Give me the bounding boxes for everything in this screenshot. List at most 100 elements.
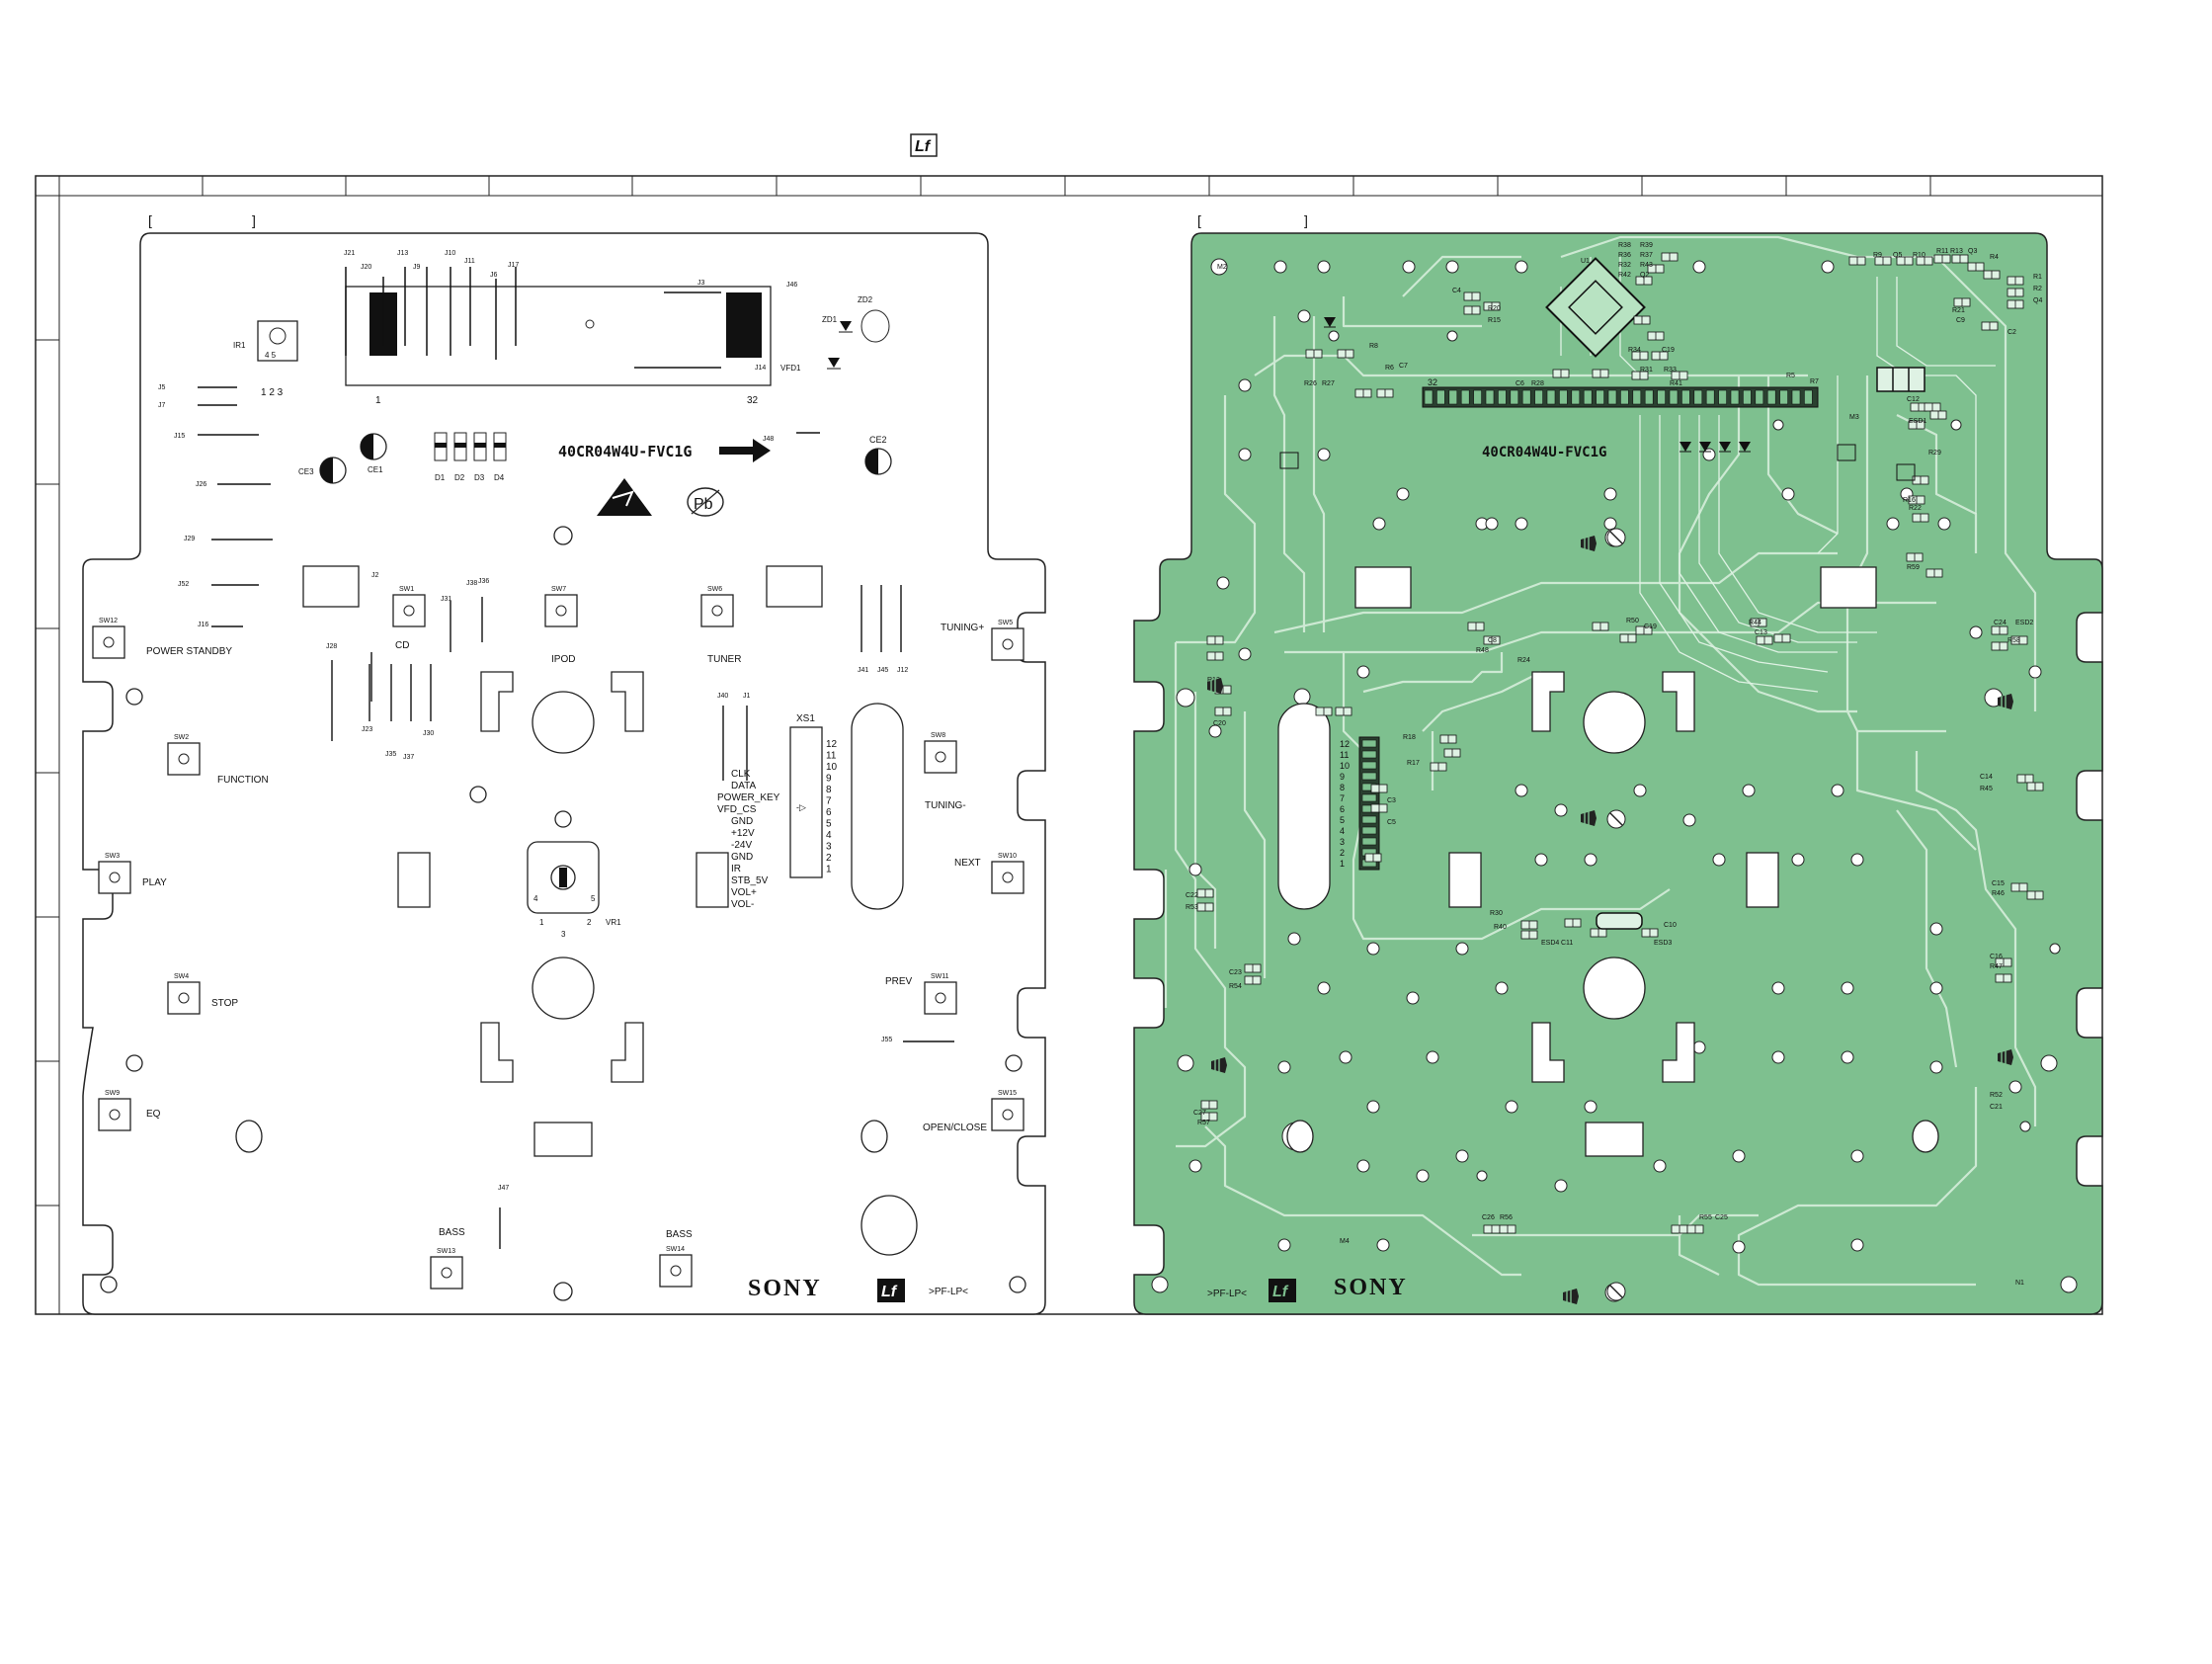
board-hole [1339,1050,1352,1064]
right-part-number: 40CR04W4U-FVC1G [1482,445,1606,460]
component-label: R9 [1873,252,1882,259]
board-hole [1455,942,1469,956]
pad-cell [1657,389,1666,405]
screw-icons [1207,528,2013,1304]
board-hole [1406,991,1420,1005]
xs1-pin-number: 2 [826,853,832,864]
component-label: R37 [1640,252,1653,259]
component-label: U1 [1581,258,1590,265]
pad-cell [1534,389,1543,405]
switch-id: SW9 [105,1090,120,1097]
right-brand-logo: SONY [1334,1275,1408,1300]
component-label: ESD3 [1654,940,1672,947]
esd-warning-icon [597,478,652,516]
jumper-label: J11 [464,258,475,265]
component-label: ESD2 [2015,620,2033,626]
board-hole [1732,1149,1746,1163]
xs1-pin-name: POWER_KEY [717,792,780,803]
component-label: Q2 [1640,272,1649,279]
jumper-label: J23 [362,726,372,733]
component-label: R31 [1640,367,1653,374]
switch-sw7 [544,594,578,627]
pad-cell [1681,389,1690,405]
board-hole [1771,981,1785,995]
pad-cell [1485,389,1495,405]
vr-pin-4: 4 [533,894,538,903]
pad-cell [1521,389,1531,405]
right-board-outline [1133,232,2103,1315]
board-hole [1297,309,1311,323]
component-label: N1 [2015,1280,2024,1287]
switch-sw15 [991,1098,1024,1131]
switch-sw13 [430,1256,463,1290]
component-label: R44 [1749,620,1761,626]
diode-band [435,443,447,448]
board-hole [1850,1238,1864,1252]
board-hole [2040,1054,2058,1072]
pad-cell [1460,389,1470,405]
jumper-label: J3 [697,280,705,287]
switch-label: STOP [211,998,238,1009]
xs1-pin-name: CLK [731,769,751,780]
left-board: VFD1 1 32 IR1 4 5 1 2 3 ZD2 ZD [82,232,1046,1315]
component-label: R40 [1494,924,1507,931]
component-label: R33 [1664,367,1677,374]
switch-id: SW12 [99,618,118,624]
component-label: R34 [1628,347,1641,354]
pb-free-icon: Pb [687,487,724,517]
component-label: ESD4 [1541,940,1559,947]
vfd-pin32: 32 [747,395,759,406]
jumper-label: J16 [198,622,208,628]
component-label: R48 [1476,647,1489,654]
jumper-label: J46 [786,282,797,289]
pad-cell [1620,389,1629,405]
test-pad [1837,444,1856,461]
component-label: C27 [1193,1110,1206,1117]
switch-id: SW6 [707,586,722,593]
xs1-pin-name: VOL+ [731,887,757,898]
svg-text:[: [ [148,212,152,228]
volume-knob: VR1 1 2 3 4 5 [527,841,621,939]
xs1-label: XS1 [796,713,815,724]
component-label: C16 [1990,954,2003,960]
jumper-label: J2 [371,572,379,579]
switch-id: SW8 [931,732,945,739]
diode-symbol [1719,442,1731,452]
component-label: C24 [1994,620,2007,626]
switch-label: TUNING+ [941,623,984,633]
xs1-pin-number: 9 [826,774,832,785]
right-pin-number: 10 [1340,761,1350,771]
board-hole [1372,517,1386,531]
pad-cell [1510,389,1519,405]
xs1-pin-name: DATA [731,781,757,791]
component-label: R26 [1304,380,1317,387]
xs1-pin-number: 4 [826,830,832,841]
jumper-label: J40 [717,693,728,700]
board-hole [1476,1170,1488,1182]
jumper-label: J1 [743,693,751,700]
component-label: R46 [1992,890,2005,897]
right-holes [1151,258,2078,1302]
pad-cell [1743,389,1752,405]
switch-label: POWER STANDBY [146,646,232,657]
component-label: R55 [1699,1214,1712,1221]
pad-cell [1361,750,1377,759]
left-board-bracket: [ ] [148,212,256,228]
switch-sw4 [167,981,201,1015]
vfd-label: VFD1 [780,364,801,373]
switch-plunger [1002,872,1014,883]
board-hole [1831,784,1844,797]
board-hole [1366,1100,1380,1114]
board-hole [1317,260,1331,274]
zener-diodes: ZD2 ZD1 [822,295,890,370]
switch-sw8 [924,740,957,774]
board-hole [1210,258,1228,276]
component-label: C9 [1956,317,1965,324]
jumper-label: J26 [196,481,206,488]
board-hole [1238,448,1252,461]
jumper-label: J5 [158,384,166,391]
